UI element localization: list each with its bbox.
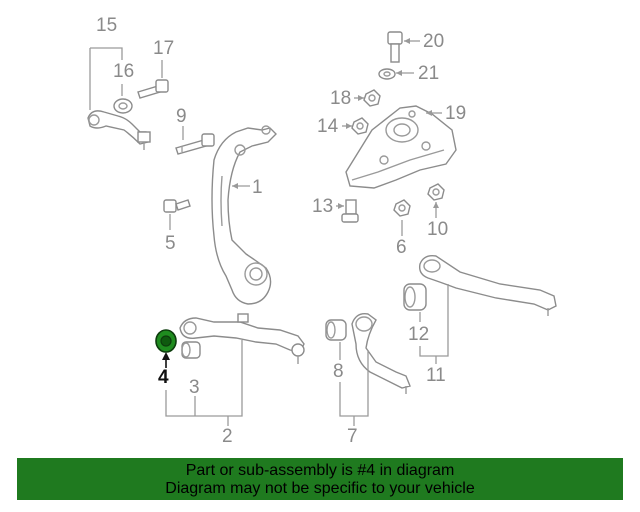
- part-arm-11[interactable]: [418, 254, 557, 316]
- part-bolt-17[interactable]: [137, 79, 169, 99]
- callout-6: 6: [396, 237, 407, 258]
- callout-2: 2: [222, 426, 233, 447]
- callout-11: 11: [426, 365, 446, 386]
- callout-9: 9: [176, 106, 187, 127]
- callout-18: 18: [330, 88, 352, 109]
- callout-14: 14: [317, 116, 339, 137]
- part-nut-18[interactable]: [363, 89, 381, 107]
- part-upper-arm-15[interactable]: [87, 110, 151, 150]
- part-bolt-13[interactable]: [341, 199, 359, 223]
- callout-19: 19: [445, 103, 467, 124]
- part-nut-6[interactable]: [393, 199, 411, 217]
- callout-12: 12: [408, 324, 430, 345]
- part-mount-19[interactable]: [345, 105, 457, 189]
- part-bolt-20[interactable]: [387, 31, 403, 63]
- part-knuckle-1[interactable]: [211, 125, 277, 305]
- callout-20: 20: [423, 31, 445, 52]
- callout-3: 3: [189, 377, 200, 398]
- part-nut-10[interactable]: [427, 183, 445, 201]
- callout-21: 21: [418, 63, 440, 84]
- part-bushing-4[interactable]: [155, 329, 177, 353]
- part-nut-14[interactable]: [351, 117, 369, 135]
- callout-15: 15: [96, 15, 118, 36]
- part-washer-21[interactable]: [378, 68, 396, 80]
- parts-diagram: [87, 31, 557, 426]
- footer-banner: Part or sub-assembly is #4 in diagram Di…: [17, 458, 623, 500]
- footer-line-part: Part or sub-assembly is #4 in diagram: [185, 462, 455, 479]
- callout-16: 16: [113, 61, 135, 82]
- callout-10: 10: [427, 219, 449, 240]
- callout-1: 1: [252, 177, 263, 198]
- part-bolt-5[interactable]: [163, 199, 191, 213]
- callout-5: 5: [165, 233, 176, 254]
- callout-13: 13: [312, 196, 334, 217]
- footer-line-disclaimer: Diagram may not be specific to your vehi…: [165, 480, 475, 497]
- part-bushing-8[interactable]: [325, 319, 347, 341]
- part-arm-7[interactable]: [351, 313, 411, 394]
- callout-4: 4: [158, 367, 169, 388]
- part-bushing-12[interactable]: [403, 283, 427, 311]
- callout-7: 7: [347, 426, 358, 447]
- callout-17: 17: [153, 38, 175, 59]
- part-bushing-16[interactable]: [113, 98, 133, 114]
- part-bushing-3[interactable]: [181, 341, 201, 359]
- part-lower-arm-2[interactable]: [179, 313, 305, 364]
- callout-8: 8: [333, 361, 344, 382]
- part-bolt-9[interactable]: [175, 133, 215, 155]
